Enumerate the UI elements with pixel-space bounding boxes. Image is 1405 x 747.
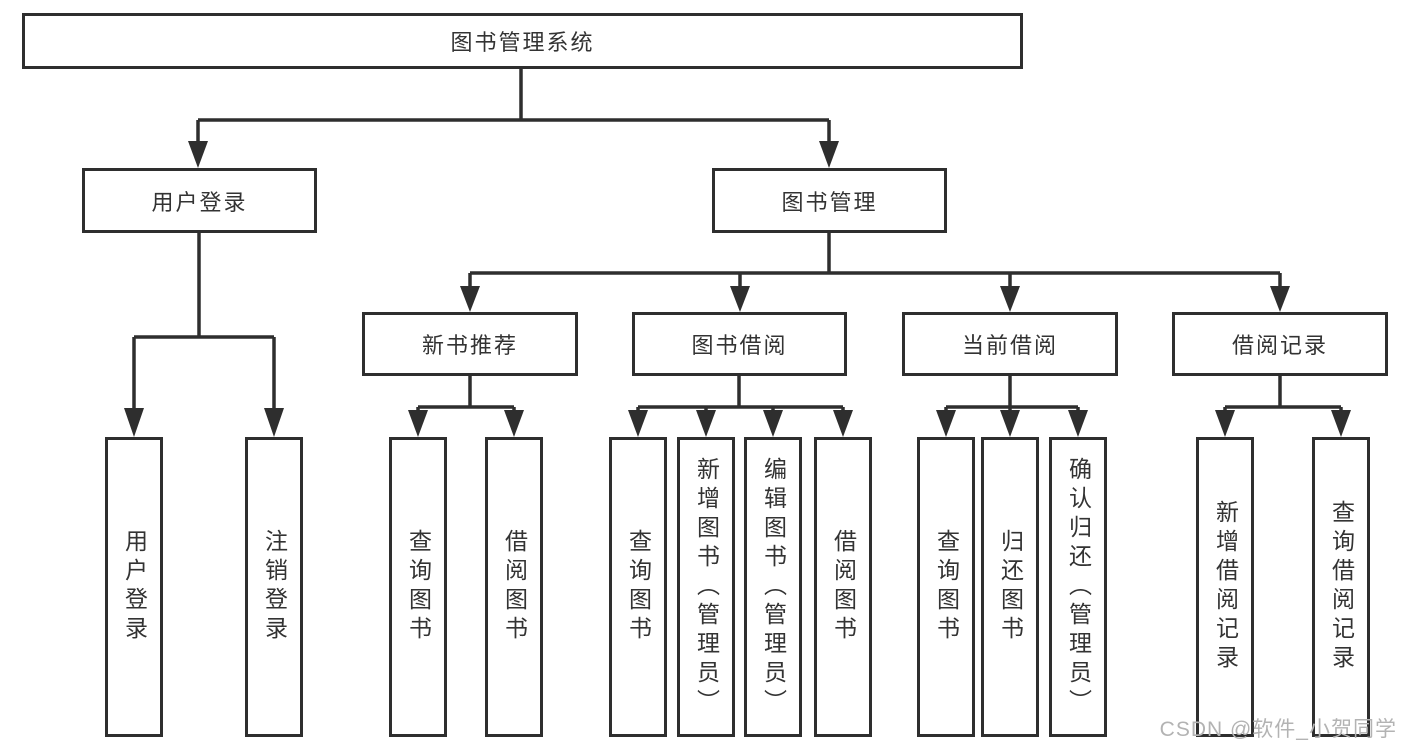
node-user-login: 用户登录 xyxy=(82,168,317,233)
leaf-logout-label: 注销登录 xyxy=(261,529,288,645)
leaf-query-borrow-record: 查询借阅记录 xyxy=(1312,437,1370,737)
leaf-return-book-label: 归还图书 xyxy=(997,529,1024,645)
node-user-login-label: 用户登录 xyxy=(151,189,248,215)
node-book-borrow: 图书借阅 xyxy=(632,312,847,376)
node-book-management: 图书管理 xyxy=(712,168,947,233)
leaf-return-book: 归还图书 xyxy=(981,437,1039,737)
leaf-logout: 注销登录 xyxy=(245,437,303,737)
leaf-query-books-recommend-label: 查询图书 xyxy=(405,529,432,645)
leaf-query-books-borrow-label: 查询图书 xyxy=(625,529,652,645)
leaf-add-book-admin-label: 新增图书（管理员） xyxy=(693,456,720,718)
node-book-borrow-label: 图书借阅 xyxy=(691,333,788,358)
node-borrow-records: 借阅记录 xyxy=(1172,312,1388,376)
node-current-borrow-label: 当前借阅 xyxy=(961,333,1058,358)
node-new-book-recommend: 新书推荐 xyxy=(362,312,578,376)
leaf-borrow-books-label: 借阅图书 xyxy=(830,529,857,645)
leaf-add-book-admin: 新增图书（管理员） xyxy=(677,437,735,737)
leaf-borrow-books-recommend-label: 借阅图书 xyxy=(501,529,528,645)
leaf-query-books-current: 查询图书 xyxy=(917,437,975,737)
leaf-edit-book-admin: 编辑图书（管理员） xyxy=(744,437,802,737)
csdn-watermark: CSDN @软件_小贺同学 xyxy=(1159,718,1397,741)
leaf-query-books-recommend: 查询图书 xyxy=(389,437,447,737)
arrowheads xyxy=(124,141,1351,437)
node-book-management-label: 图书管理 xyxy=(781,189,878,215)
leaf-user-login: 用户登录 xyxy=(105,437,163,737)
leaf-confirm-return-admin-label: 确认归还（管理员） xyxy=(1065,456,1092,718)
leaf-confirm-return-admin: 确认归还（管理员） xyxy=(1049,437,1107,737)
leaf-borrow-books-recommend: 借阅图书 xyxy=(485,437,543,737)
leaf-query-borrow-record-label: 查询借阅记录 xyxy=(1328,500,1355,674)
leaf-query-books-borrow: 查询图书 xyxy=(609,437,667,737)
leaf-query-books-current-label: 查询图书 xyxy=(933,529,960,645)
node-root: 图书管理系统 xyxy=(22,13,1023,69)
node-current-borrow: 当前借阅 xyxy=(902,312,1118,376)
leaf-add-borrow-record: 新增借阅记录 xyxy=(1196,437,1254,737)
node-borrow-records-label: 借阅记录 xyxy=(1231,333,1328,358)
node-root-label: 图书管理系统 xyxy=(450,30,595,55)
leaf-edit-book-admin-label: 编辑图书（管理员） xyxy=(760,456,787,718)
leaf-user-login-label: 用户登录 xyxy=(121,529,148,645)
leaf-add-borrow-record-label: 新增借阅记录 xyxy=(1212,500,1239,674)
leaf-borrow-books: 借阅图书 xyxy=(814,437,872,737)
node-new-book-recommend-label: 新书推荐 xyxy=(421,333,518,358)
